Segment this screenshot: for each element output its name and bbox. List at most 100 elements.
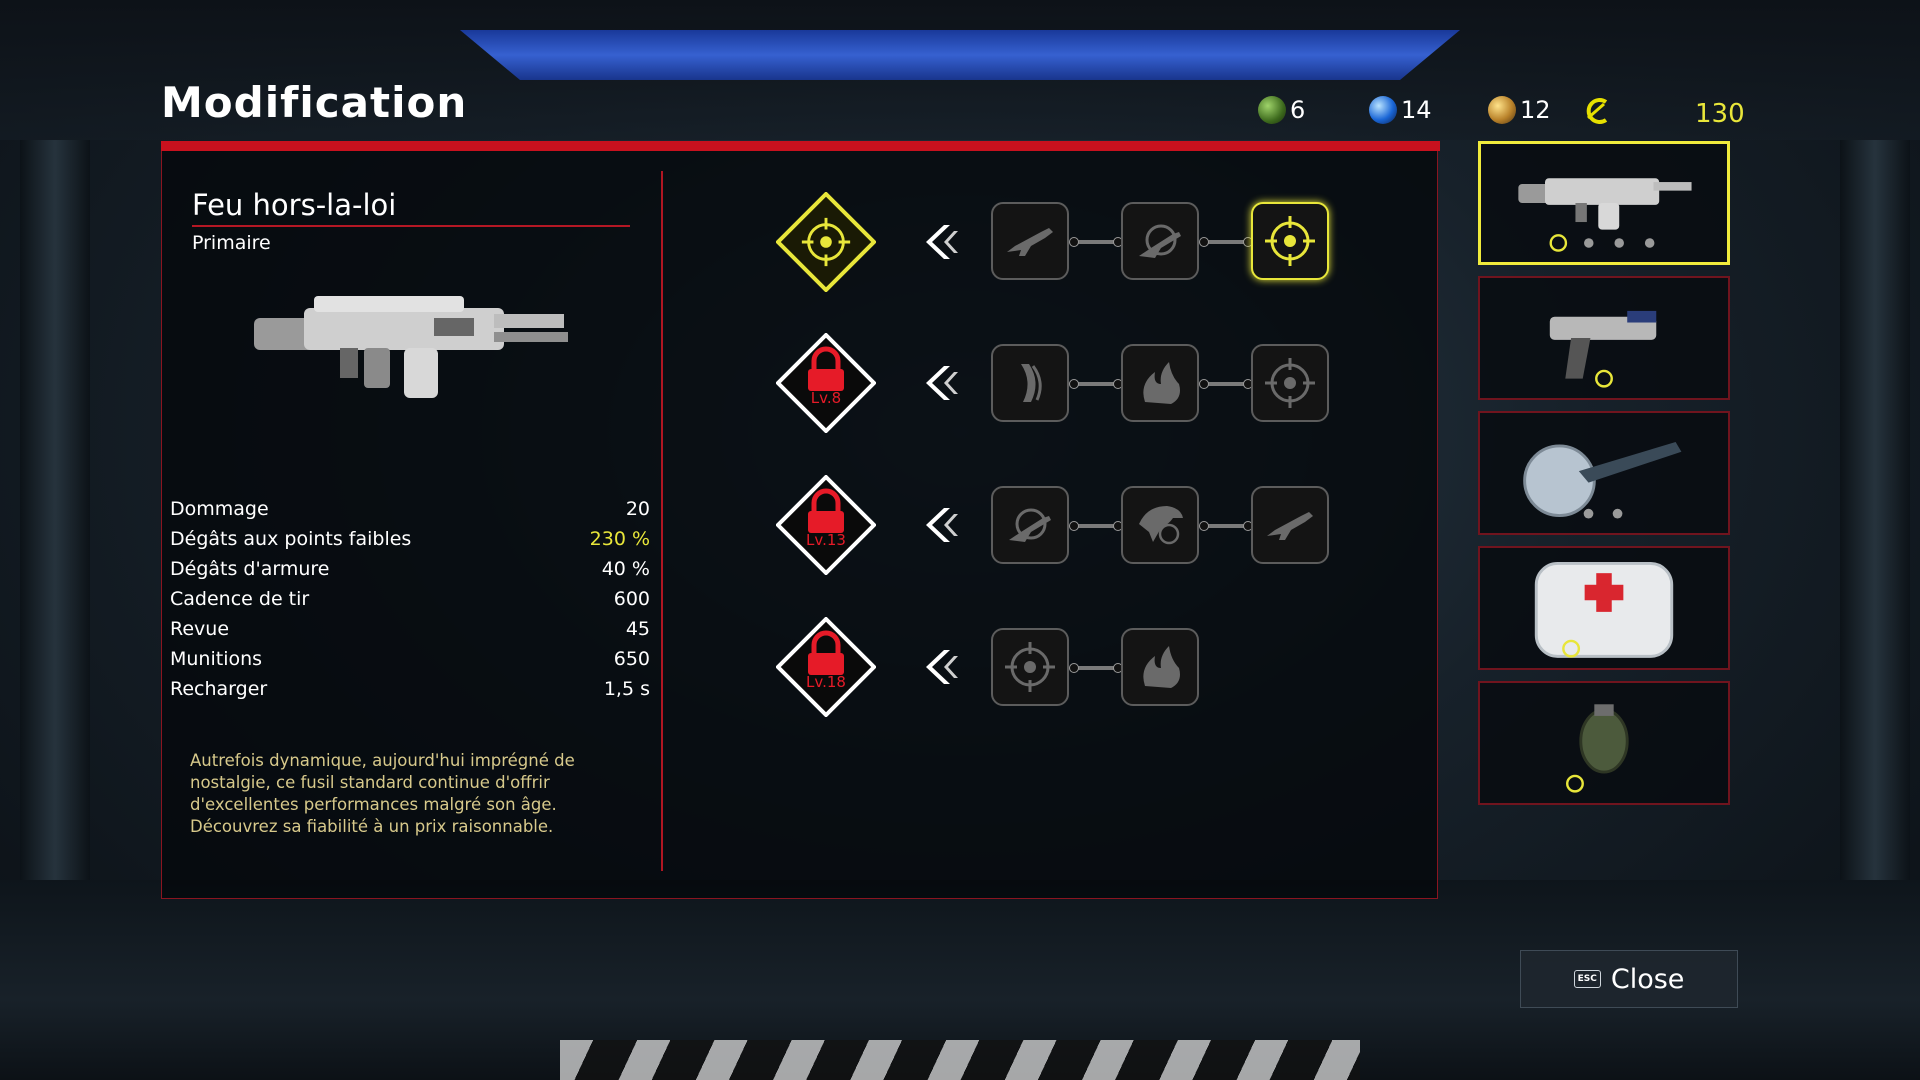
green-crystal-icon (1258, 96, 1286, 124)
resource-blue-count: 14 (1401, 96, 1432, 124)
stat-row: Dommage 20 (170, 494, 650, 524)
lock-icon (775, 616, 877, 718)
resource-green: 6 (1258, 96, 1305, 124)
upgrade-node[interactable] (991, 202, 1069, 280)
equipment-card-grenade[interactable] (1478, 681, 1730, 805)
upgrade-node[interactable] (1251, 344, 1329, 422)
upgrade-node[interactable] (1121, 628, 1199, 706)
close-label: Close (1610, 963, 1685, 995)
unlock-level: Lv.18 (806, 673, 846, 691)
panel-divider (661, 171, 663, 871)
stat-label: Recharger (170, 678, 268, 700)
panel-header-bar (161, 141, 1440, 151)
rifle-thumbnail (1518, 178, 1692, 252)
rifle-icon (1261, 496, 1319, 554)
upgrade-node[interactable] (1121, 344, 1199, 422)
upgrade-node[interactable] (1251, 486, 1329, 564)
weapon-name: Feu hors-la-loi (192, 188, 397, 222)
target-icon (1261, 354, 1319, 412)
credit-icon (1586, 98, 1608, 124)
resource-green-count: 6 (1290, 96, 1306, 124)
eagle-icon (1131, 496, 1189, 554)
stat-value: 600 (613, 588, 650, 610)
credits-count: 130 (1695, 99, 1745, 129)
upgrade-slot-locked[interactable]: Lv.13 (775, 474, 877, 576)
fire-bullets-icon (1131, 354, 1189, 412)
crosshair-rifle-icon (1131, 212, 1189, 270)
stat-label: Revue (170, 618, 230, 640)
stat-value: 650 (613, 648, 650, 670)
stat-label: Dégâts aux points faibles (170, 528, 412, 550)
rifle-icon (1001, 212, 1059, 270)
stat-label: Cadence de tir (170, 588, 310, 610)
background-hazard-stripes (560, 1040, 1360, 1080)
upgrade-link (1069, 663, 1123, 673)
unlock-level: Lv.8 (810, 389, 842, 407)
page-title: Modification (161, 78, 468, 127)
weapon-description: Autrefois dynamique, aujourd'hui imprégn… (190, 751, 575, 836)
weapon-stats: Dommage 20 Dégâts aux points faibles 230… (170, 494, 650, 704)
upgrade-slot-locked[interactable]: Lv.8 (775, 332, 877, 434)
equipment-card-pistol[interactable] (1478, 276, 1730, 400)
unlocked-target-icon (775, 191, 877, 293)
upgrade-node[interactable] (991, 628, 1069, 706)
background-pillar (20, 140, 90, 900)
resource-blue: 14 (1369, 96, 1432, 124)
pistol-thumbnail (1549, 310, 1657, 388)
stat-label: Munitions (170, 648, 263, 670)
weapon-image (254, 296, 568, 398)
chevron-left-icon (918, 502, 964, 548)
stat-row: Munitions 650 (170, 644, 650, 674)
credit-icon-wrap (1582, 96, 1612, 126)
stat-row: Dégâts d'armure 40 % (170, 554, 650, 584)
equipment-card-med-kit[interactable] (1478, 546, 1730, 670)
stat-label: Dommage (170, 498, 269, 520)
unlock-level: Lv.13 (806, 531, 846, 549)
stat-value: 230 % (589, 528, 650, 550)
upgrade-slot-unlocked[interactable] (775, 191, 877, 293)
grenade-thumbnail (1566, 704, 1629, 793)
crosshair-rifle-icon (1001, 496, 1059, 554)
upgrade-link (1069, 379, 1123, 389)
resource-gold: 12 (1488, 96, 1551, 124)
stat-row: Revue 45 (170, 614, 650, 644)
magazine-icon (1001, 354, 1059, 412)
saw-blade-thumbnail (1523, 442, 1682, 519)
med-kit-thumbnail (1534, 562, 1674, 658)
target-icon (1001, 638, 1059, 696)
upgrade-link (1069, 521, 1123, 531)
equipment-card-saw-blade[interactable] (1478, 411, 1730, 535)
blue-crystal-icon (1369, 96, 1397, 124)
upgrade-link (1199, 379, 1253, 389)
weapon-type: Primaire (192, 232, 271, 254)
stat-value: 20 (625, 498, 650, 520)
upgrade-link (1069, 237, 1123, 247)
upgrade-node[interactable] (991, 486, 1069, 564)
chevron-left-icon (918, 219, 964, 265)
upgrade-node[interactable] (991, 344, 1069, 422)
lock-icon (775, 474, 877, 576)
stat-label: Dégâts d'armure (170, 558, 330, 580)
target-icon (1261, 212, 1319, 270)
stat-row: Cadence de tir 600 (170, 584, 650, 614)
resource-gold-count: 12 (1520, 96, 1551, 124)
background-pillar (1840, 140, 1910, 900)
upgrade-slot-locked[interactable]: Lv.18 (775, 616, 877, 718)
fire-bullets-icon (1131, 638, 1189, 696)
upgrade-node[interactable] (1121, 202, 1199, 280)
upgrade-link (1199, 237, 1253, 247)
stat-row: Dégâts aux points faibles 230 % (170, 524, 650, 554)
close-button[interactable]: ESC Close (1520, 950, 1738, 1008)
esc-key-icon: ESC (1573, 970, 1601, 988)
equipment-card-primary-rifle[interactable] (1478, 141, 1730, 265)
stat-value: 45 (625, 618, 650, 640)
weapon-name-underline (192, 225, 630, 227)
gold-crystal-icon (1488, 96, 1516, 124)
chevron-left-icon (918, 644, 964, 690)
upgrade-node[interactable] (1121, 486, 1199, 564)
stat-value: 1,5 s (603, 678, 650, 700)
upgrade-node-active[interactable] (1251, 202, 1329, 280)
stat-row: Recharger 1,5 s (170, 674, 650, 704)
upgrade-link (1199, 521, 1253, 531)
chevron-left-icon (918, 360, 964, 406)
